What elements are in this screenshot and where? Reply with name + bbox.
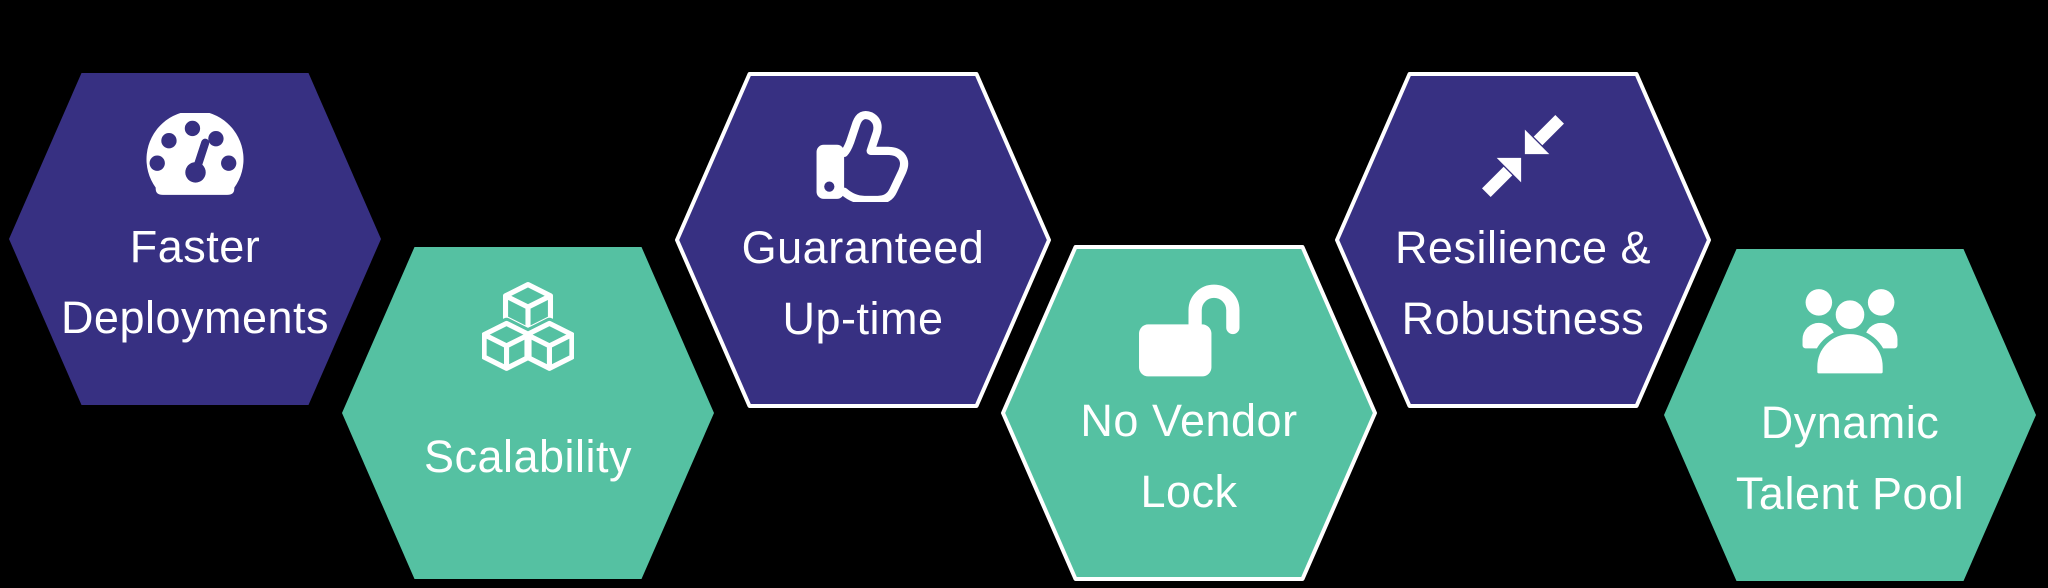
- cubes-icon: [482, 281, 574, 378]
- hexagon-dynamic-talent-pool: Dynamic Talent Pool: [1662, 247, 2038, 583]
- hexagon-fill: [9, 73, 381, 405]
- label-line: Up-time: [782, 293, 944, 344]
- hexagon-shape: [1664, 249, 2036, 581]
- label-line: Guaranteed: [741, 222, 985, 273]
- label-line: Robustness: [1401, 293, 1645, 344]
- hexagon-label: Scalability: [340, 383, 716, 529]
- hexagon-fill: [342, 247, 714, 579]
- hexagon-scalability: Scalability: [340, 245, 716, 581]
- users-icon: [1802, 284, 1899, 378]
- hexagon-label: No Vendor Lock: [1001, 383, 1377, 529]
- hexagon-shape: [1335, 72, 1711, 408]
- label-line: Faster: [129, 221, 261, 272]
- hexagon-shape: [9, 73, 381, 405]
- hexagon-label: Dynamic Talent Pool: [1662, 385, 2038, 531]
- label-line: Resilience &: [1394, 222, 1652, 273]
- hexagon-label: Guaranteed Up-time: [675, 210, 1051, 356]
- label-line: Deployments: [60, 292, 330, 343]
- hexagon-shape: [342, 247, 714, 579]
- hexagon-resilience-robustness: Resilience & Robustness: [1335, 72, 1711, 408]
- unlock-icon: [1138, 281, 1240, 378]
- compress-arrows-icon: [1476, 109, 1570, 203]
- label-line: Talent Pool: [1735, 468, 1965, 519]
- label-line: Dynamic: [1760, 397, 1940, 448]
- hexagon-shape: [675, 72, 1051, 408]
- hexagon-no-vendor-lock: No Vendor Lock: [1001, 245, 1377, 581]
- label-line: No Vendor: [1080, 395, 1298, 446]
- speedometer-icon: [146, 113, 244, 197]
- hexagon-fill: [1001, 245, 1377, 581]
- hexagon-fill: [1664, 249, 2036, 581]
- hexagon-shape: [1001, 245, 1377, 581]
- hexagon-label: Faster Deployments: [7, 209, 383, 355]
- hexagon-fill: [1335, 72, 1711, 408]
- thumbs-up-icon: [815, 110, 912, 202]
- label-line: Scalability: [423, 430, 633, 482]
- hexagon-faster-deployments: Faster Deployments: [7, 71, 383, 407]
- hexagon-fill: [675, 72, 1051, 408]
- label-line: Lock: [1140, 466, 1238, 517]
- hexagon-label: Resilience & Robustness: [1335, 210, 1711, 356]
- hexagon-guaranteed-up-time: Guaranteed Up-time: [675, 72, 1051, 408]
